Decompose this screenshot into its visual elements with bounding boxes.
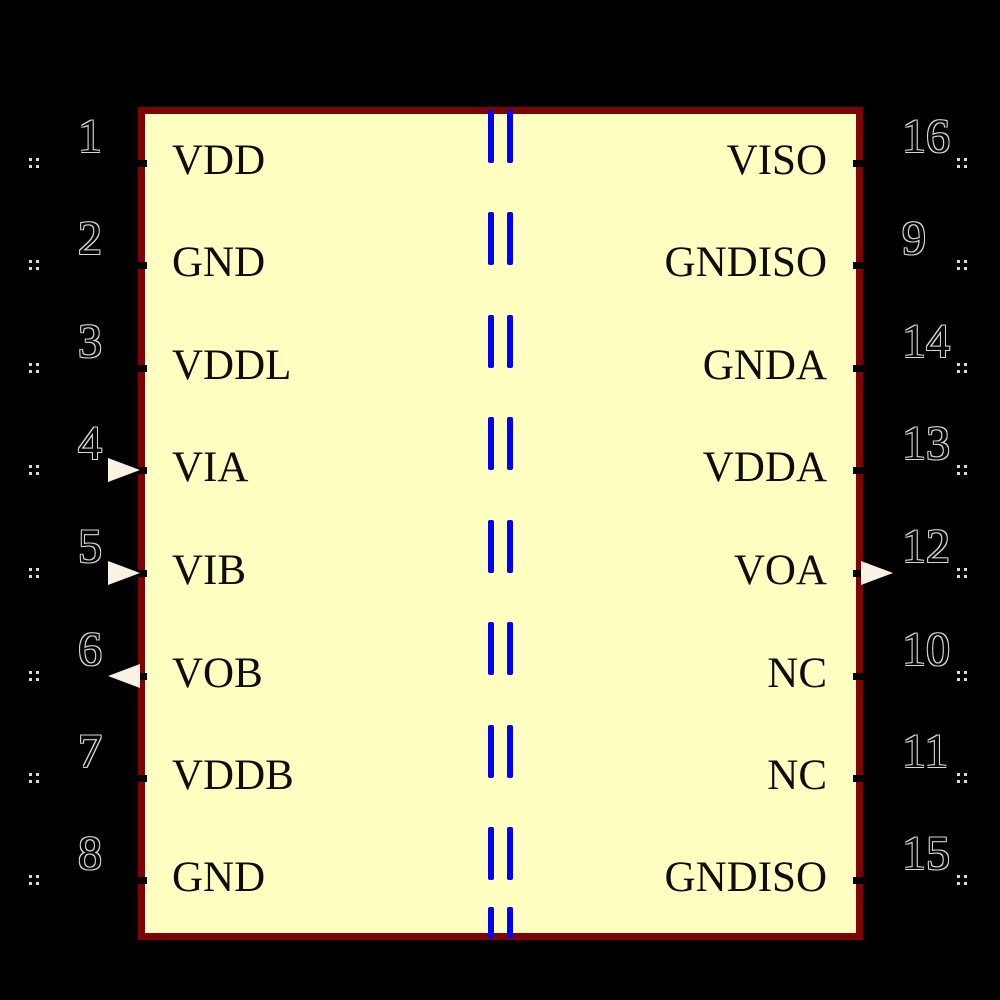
pin-stub bbox=[30, 673, 147, 680]
input-arrow-icon bbox=[108, 458, 140, 482]
pin-number: 8 bbox=[78, 827, 102, 880]
barrier-dash bbox=[507, 417, 513, 470]
pin-name-label: GNDISO bbox=[664, 854, 827, 901]
pin-name-label: NC bbox=[767, 752, 827, 799]
pin-end-marker bbox=[29, 875, 39, 885]
pin-end-marker bbox=[29, 260, 39, 270]
component-body[interactable] bbox=[138, 107, 863, 940]
pin-number: 9 bbox=[902, 212, 926, 265]
pin-stub bbox=[30, 877, 147, 884]
pin-number: 3 bbox=[78, 315, 102, 368]
pin-stub bbox=[30, 570, 147, 577]
pin-name-label: VOB bbox=[172, 650, 263, 697]
barrier-dash bbox=[488, 827, 494, 880]
pin-stub bbox=[30, 365, 147, 372]
pin-name-label: VDDL bbox=[172, 342, 292, 389]
barrier-dash bbox=[507, 110, 513, 163]
pin-stub bbox=[853, 262, 970, 269]
pin-number: 14 bbox=[902, 315, 950, 368]
pin-end-marker bbox=[29, 363, 39, 373]
pin-end-marker bbox=[29, 465, 39, 475]
isolation-barrier-line-right bbox=[507, 0, 513, 1000]
pin-number: 1 bbox=[78, 110, 102, 163]
pin-name-label: VISO bbox=[726, 137, 827, 184]
pin-end-marker bbox=[957, 158, 967, 168]
pin-stub bbox=[853, 877, 970, 884]
pin-number: 15 bbox=[902, 827, 950, 880]
pin-name-label: GND bbox=[172, 854, 266, 901]
pin-name-label: GNDA bbox=[702, 342, 827, 389]
pin-number: 13 bbox=[902, 417, 950, 470]
pin-number: 4 bbox=[78, 417, 102, 470]
barrier-dash bbox=[507, 315, 513, 368]
barrier-dash bbox=[488, 315, 494, 368]
barrier-dash bbox=[488, 622, 494, 675]
pin-name-label: VDDB bbox=[172, 752, 294, 799]
pin-end-marker bbox=[957, 363, 967, 373]
pin-number: 10 bbox=[902, 623, 950, 676]
pin-stub bbox=[30, 262, 147, 269]
pin-number: 6 bbox=[78, 623, 102, 676]
pin-end-marker bbox=[29, 158, 39, 168]
pin-number: 12 bbox=[902, 520, 950, 573]
pin-stub bbox=[853, 365, 970, 372]
pin-number: 2 bbox=[78, 212, 102, 265]
pin-name-label: NC bbox=[767, 650, 827, 697]
pin-number: 16 bbox=[902, 110, 950, 163]
barrier-dash bbox=[488, 417, 494, 470]
pin-name-label: GND bbox=[172, 239, 266, 286]
pin-end-marker bbox=[957, 671, 967, 681]
pin-stub bbox=[853, 160, 970, 167]
barrier-dash bbox=[507, 622, 513, 675]
pin-number: 7 bbox=[78, 725, 102, 778]
barrier-dash bbox=[488, 725, 494, 778]
pin-end-marker bbox=[29, 568, 39, 578]
pin-name-label: VOA bbox=[733, 547, 827, 594]
pin-name-label: VDD bbox=[172, 137, 266, 184]
pin-name-label: GNDISO bbox=[664, 239, 827, 286]
pin-end-marker bbox=[957, 568, 967, 578]
pin-name-label: VIB bbox=[172, 547, 247, 594]
input-arrow-icon bbox=[108, 561, 140, 585]
pin-number: 11 bbox=[902, 725, 949, 778]
output-arrow-icon bbox=[861, 561, 893, 585]
pin-name-label: VDDA bbox=[702, 444, 827, 491]
barrier-dash bbox=[488, 110, 494, 163]
pin-number: 5 bbox=[78, 520, 102, 573]
barrier-dash bbox=[507, 212, 513, 265]
output-arrow-icon bbox=[108, 664, 140, 688]
pin-stub bbox=[853, 570, 970, 577]
pin-stub bbox=[30, 775, 147, 782]
barrier-dash bbox=[507, 520, 513, 573]
pin-stub bbox=[853, 467, 970, 474]
pin-end-marker bbox=[957, 260, 967, 270]
pin-stub bbox=[30, 467, 147, 474]
pin-end-marker bbox=[957, 465, 967, 475]
isolation-barrier-line-left bbox=[488, 0, 494, 1000]
pin-end-marker bbox=[29, 773, 39, 783]
barrier-dash bbox=[507, 827, 513, 880]
barrier-dash bbox=[488, 212, 494, 265]
barrier-dash bbox=[488, 520, 494, 573]
pin-name-label: VIA bbox=[172, 444, 249, 491]
pin-stub bbox=[853, 673, 970, 680]
pin-stub bbox=[30, 160, 147, 167]
pin-end-marker bbox=[29, 671, 39, 681]
pin-end-marker bbox=[957, 875, 967, 885]
barrier-dash bbox=[488, 907, 494, 938]
pin-stub bbox=[853, 775, 970, 782]
pin-end-marker bbox=[957, 773, 967, 783]
barrier-dash bbox=[507, 907, 513, 938]
barrier-dash bbox=[507, 725, 513, 778]
